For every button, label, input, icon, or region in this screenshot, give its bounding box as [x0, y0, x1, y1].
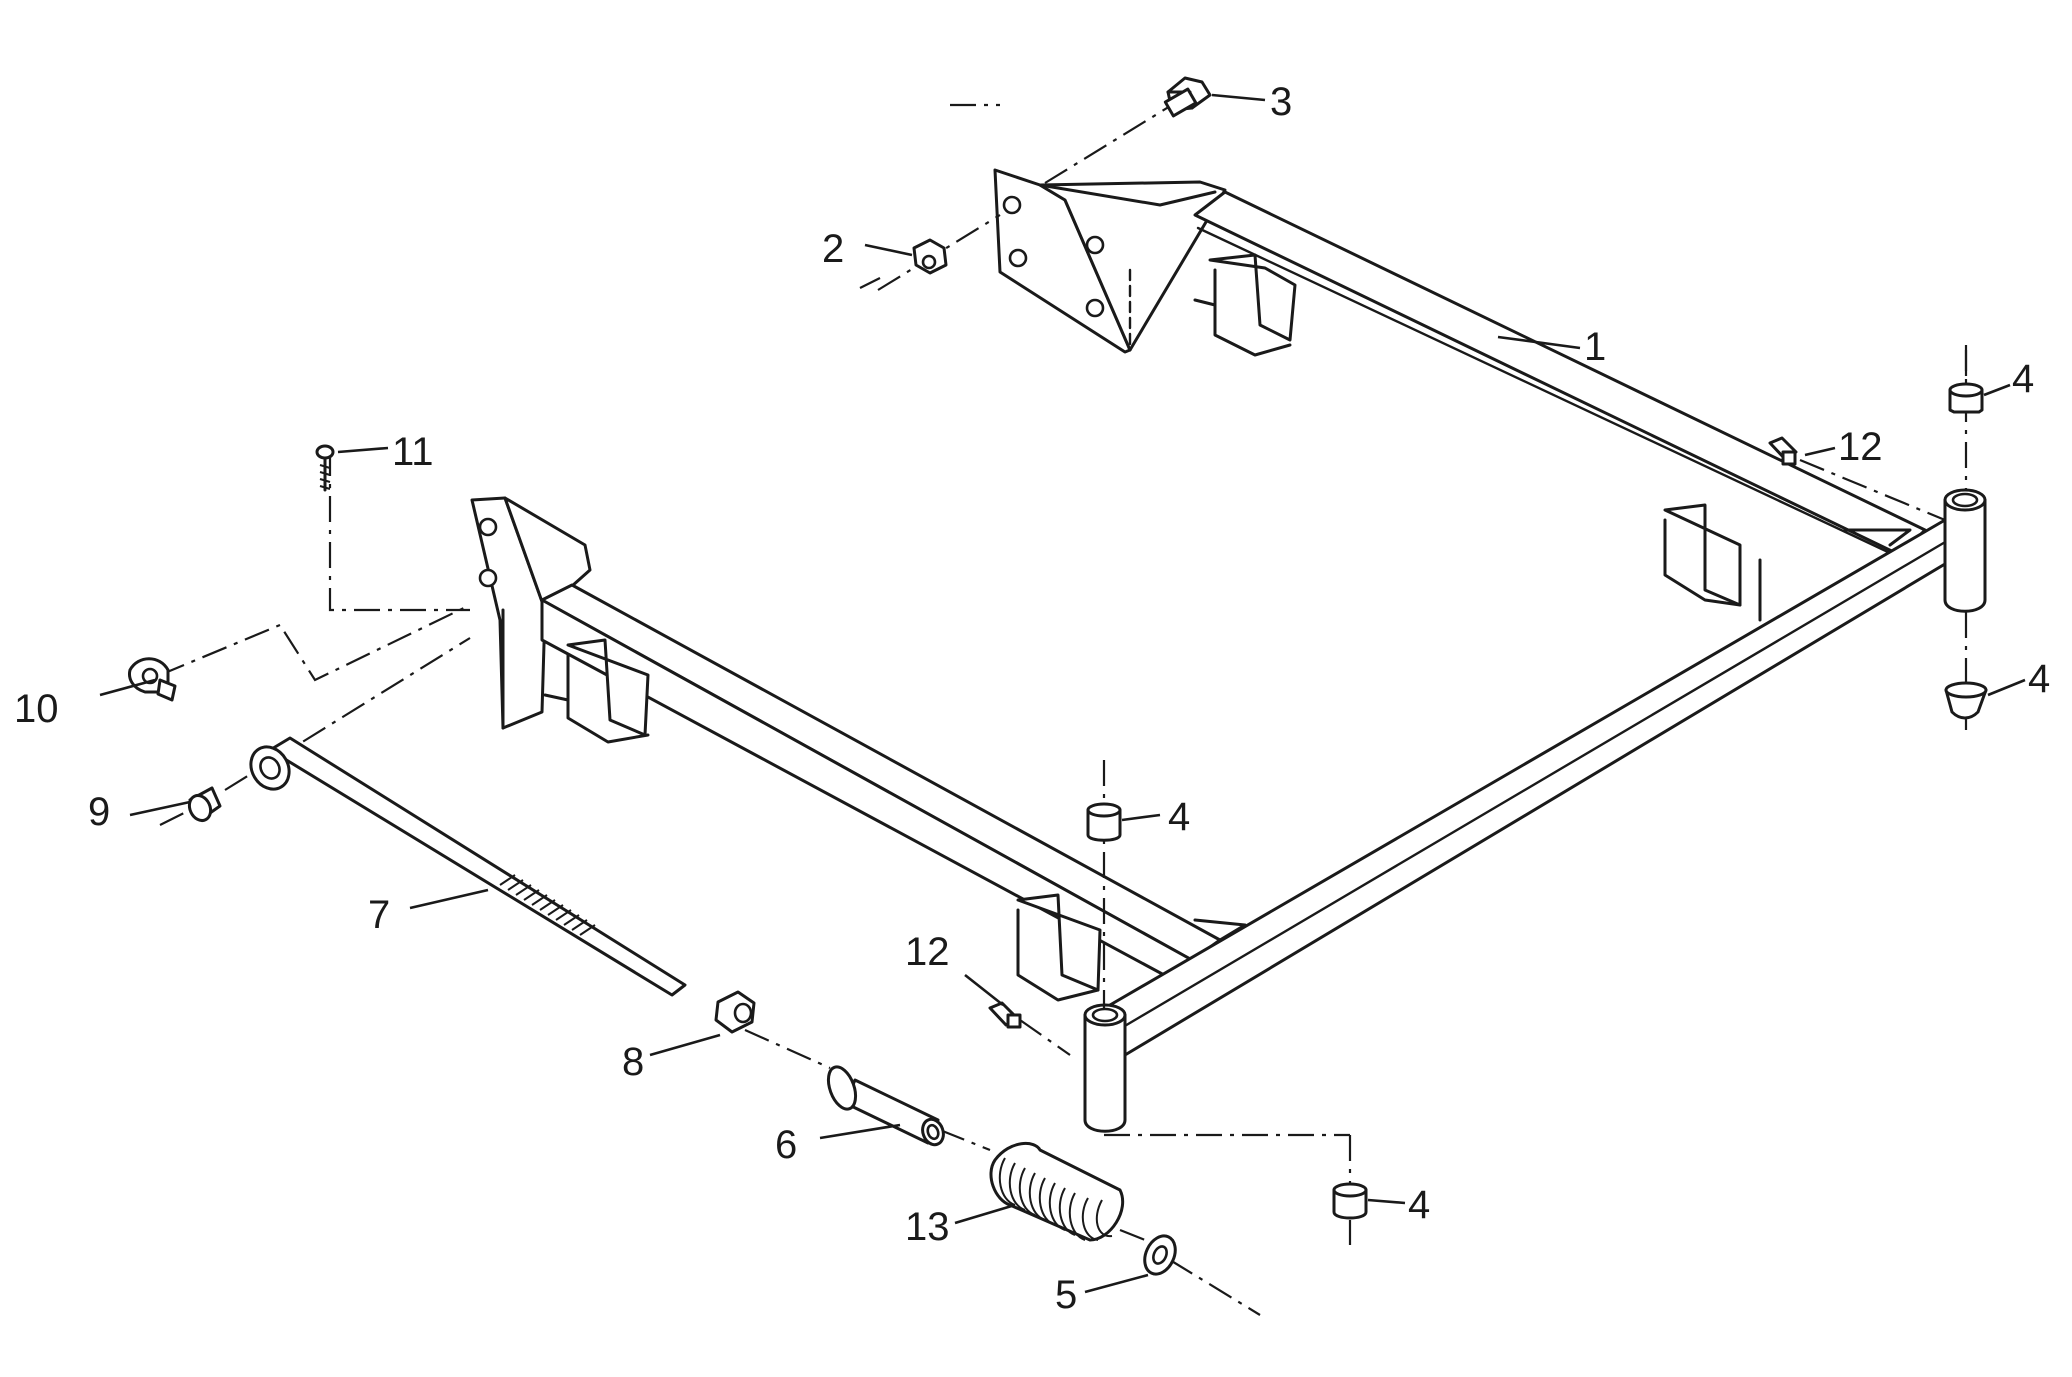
callout-6: 6: [775, 1123, 797, 1167]
frame-clip-bracket-2: [1663, 503, 1762, 622]
callout-11: 11: [392, 430, 434, 474]
callout-4-right: 4: [2028, 657, 2050, 701]
callout-3: 3: [1270, 80, 1292, 124]
washer-part-5: [1143, 1234, 1177, 1276]
nut-part-2: [912, 238, 948, 275]
bushing-part-4-middle: [1086, 802, 1122, 842]
callout-4-bottom: 4: [1408, 1183, 1430, 1227]
front-mounting-bracket: [470, 496, 592, 730]
callout-4-top: 4: [2012, 357, 2034, 401]
sleeve-part-9: [187, 786, 222, 823]
grease-fitting-part-12-rear: [1768, 436, 1798, 466]
rod-part-7: [249, 736, 687, 997]
bushing-part-4-bottom: [1332, 1182, 1368, 1220]
callout-2: 2: [822, 227, 844, 271]
nut-part-8: [714, 990, 756, 1034]
frame-rear-rail: [1193, 190, 1927, 562]
callout-9: 9: [88, 790, 110, 834]
pin-part-11: [315, 444, 335, 492]
callout-5: 5: [1055, 1273, 1077, 1317]
bolt-part-3: [1163, 76, 1212, 118]
clamp-part-10: [128, 657, 177, 702]
bushing-part-4-right: [1944, 681, 1988, 720]
frame-clip-bracket-1: [1193, 253, 1297, 357]
callout-8: 8: [622, 1040, 644, 1084]
frame-clip-bracket-4: [1016, 528, 1912, 1002]
callout-1: 1: [1584, 325, 1606, 369]
rear-mounting-bracket: [993, 168, 1227, 354]
frame-cross-tube: [1108, 518, 1962, 1057]
frame-front-rail: [540, 583, 1222, 992]
leader-lines: [99, 93, 2026, 1294]
grease-fitting-part-12-front: [988, 1001, 1022, 1029]
callout-7: 7: [368, 893, 390, 937]
frame-clip-bracket-3: [543, 638, 650, 744]
pivot-post-rear: [1943, 488, 1987, 613]
callout-10: 10: [14, 687, 59, 731]
callout-13: 13: [905, 1205, 950, 1249]
bushing-part-4-top: [1948, 382, 1984, 414]
spring-part-13: [989, 1141, 1125, 1242]
pivot-post-front: [1083, 1003, 1127, 1133]
callout-labels: 1 2 3 4 4 4 4 5 6 7 8 9 10 11 12 12 13: [14, 80, 2050, 1317]
callout-4-middle: 4: [1168, 795, 1190, 839]
callout-12-rear: 12: [1838, 425, 1883, 469]
callout-12-front: 12: [905, 930, 950, 974]
flanged-bushing-part-6: [826, 1065, 945, 1147]
